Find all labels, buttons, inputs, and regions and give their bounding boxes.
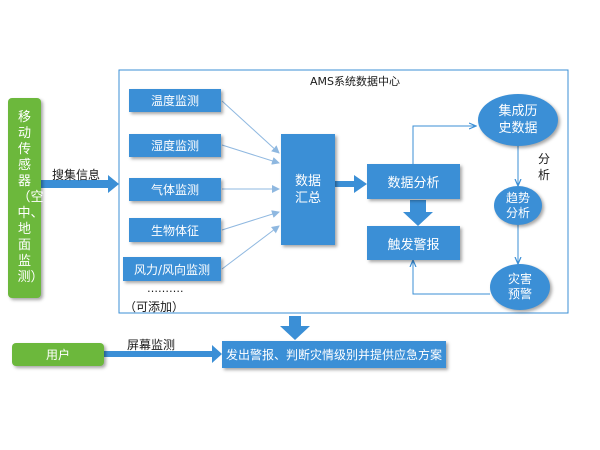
- monitor-temperature: 温度监测: [129, 89, 221, 112]
- collect-label: 搜集信息: [52, 168, 101, 182]
- more-dots: ……….: [147, 282, 184, 295]
- data-center-frame: [118, 69, 569, 314]
- collect-arrow: [41, 175, 119, 193]
- data-analysis-box: 数据分析: [367, 164, 460, 199]
- monitor-wind: 风力/风向监测: [123, 257, 221, 281]
- analysis-to-history-connector: [412, 126, 476, 164]
- monitor-biosign: 生物体征: [129, 218, 221, 242]
- output-box: 发出警报、判断灾情级别并提供应急方案: [222, 341, 446, 368]
- screen-monitor-label: 屏幕监测: [127, 338, 176, 352]
- center-title: AMS系统数据中心: [310, 75, 400, 88]
- center-to-output-arrow: [280, 316, 310, 340]
- history-label: 集成历史数据: [498, 104, 538, 136]
- disaster-to-alarm-connector: [413, 260, 490, 295]
- summary-to-analysis-arrow: [335, 175, 367, 193]
- analysis-side-text: 分析: [538, 152, 551, 182]
- analysis-to-alarm-arrow: [403, 200, 433, 226]
- trigger-alarm-box: 触发警报: [367, 226, 460, 260]
- trend-ellipse: 趋势分析: [494, 186, 542, 225]
- mobile-sensor-box: 移动传感器（空中、地面监测）: [8, 98, 44, 298]
- disaster-ellipse: 灾害预警: [490, 264, 550, 310]
- user-box: 用户: [12, 343, 104, 366]
- addable-note: （可添加）: [124, 300, 185, 314]
- mobile-sensor-label: 移动传感器（空中、地面监测）: [17, 110, 44, 285]
- monitor-connectors: [221, 100, 280, 270]
- history-ellipse: 集成历史数据: [478, 94, 558, 146]
- monitor-gas: 气体监测: [129, 178, 221, 201]
- trend-label: 趋势分析: [505, 190, 530, 220]
- user-to-output-arrow: [104, 345, 222, 363]
- analysis-side-label: 分析: [538, 151, 552, 183]
- data-summary-box: 数据汇总: [281, 134, 335, 245]
- disaster-label: 灾害预警: [507, 272, 532, 301]
- monitor-humidity: 湿度监测: [129, 134, 221, 157]
- data-summary-label: 数据汇总: [294, 173, 321, 206]
